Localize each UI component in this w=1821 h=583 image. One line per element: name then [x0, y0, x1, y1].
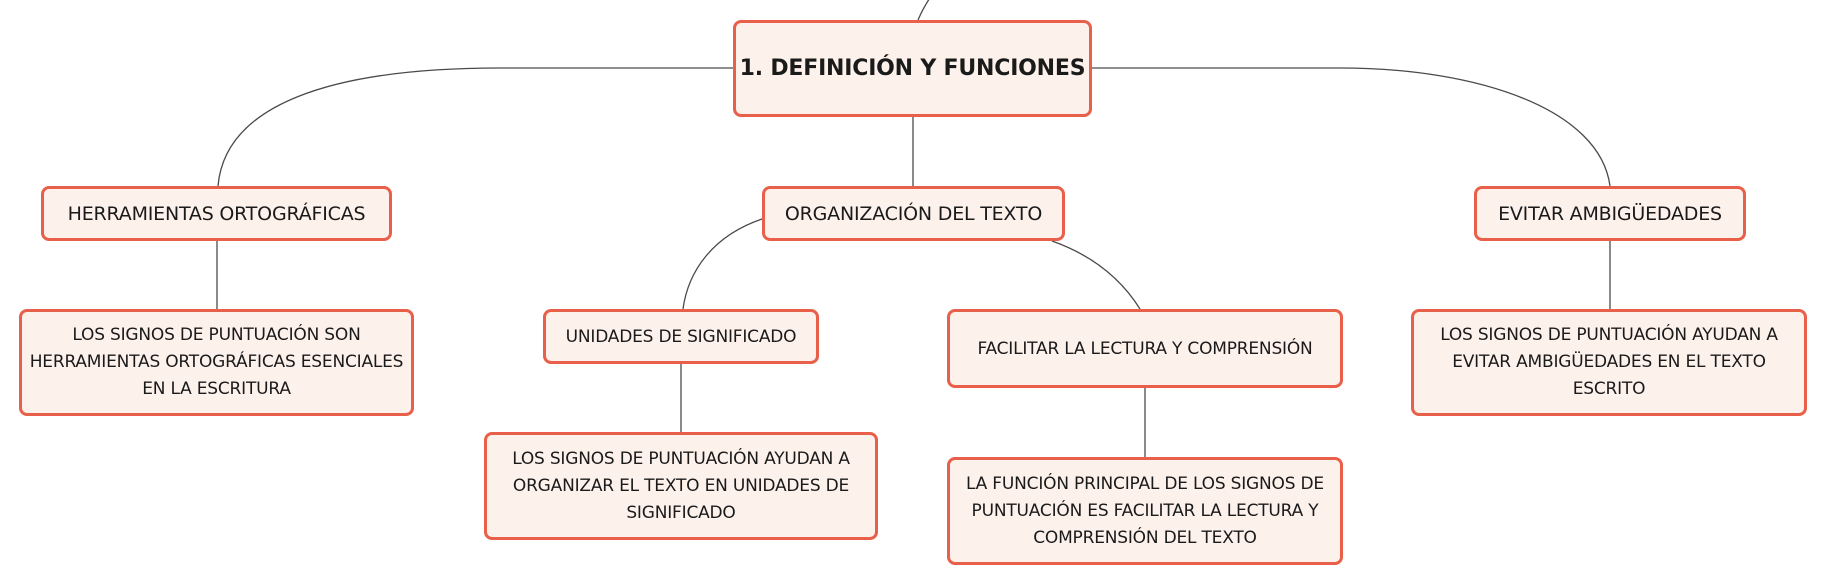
topic-label: ORGANIZACIÓN DEL TEXTO	[784, 202, 1043, 225]
detail-unidades-de-significado[interactable]: LOS SIGNOS DE PUNTUACIÓN AYUDAN A ORGANI…	[484, 432, 878, 540]
subtopic-label: UNIDADES DE SIGNIFICADO	[565, 326, 797, 347]
detail-herramientas-ortograficas[interactable]: LOS SIGNOS DE PUNTUACIÓN SON HERRAMIENTA…	[19, 309, 414, 416]
central-topic-label: 1. DEFINICIÓN Y FUNCIONES	[739, 56, 1086, 81]
central-topic-node[interactable]: 1. DEFINICIÓN Y FUNCIONES	[733, 20, 1092, 117]
detail-evitar-ambiguedades[interactable]: LOS SIGNOS DE PUNTUACIÓN AYUDAN A EVITAR…	[1411, 309, 1807, 416]
connector-organizacion-facilitar	[1051, 240, 1141, 310]
topic-evitar-ambiguedades[interactable]: EVITAR AMBIGÜEDADES	[1474, 186, 1746, 241]
detail-text: LOS SIGNOS DE PUNTUACIÓN AYUDAN A EVITAR…	[1440, 325, 1778, 399]
topic-label: EVITAR AMBIGÜEDADES	[1498, 202, 1722, 225]
subtopic-label: FACILITAR LA LECTURA Y COMPRENSIÓN	[977, 338, 1313, 359]
connector-root-ambiguedades	[1092, 67, 1611, 187]
detail-text: LOS SIGNOS DE PUNTUACIÓN SON HERRAMIENTA…	[29, 325, 404, 399]
topic-herramientas-ortograficas[interactable]: HERRAMIENTAS ORTOGRÁFICAS	[41, 186, 392, 241]
topic-label: HERRAMIENTAS ORTOGRÁFICAS	[67, 202, 366, 225]
subtopic-unidades-de-significado[interactable]: UNIDADES DE SIGNIFICADO	[543, 309, 819, 364]
detail-facilitar-lectura[interactable]: LA FUNCIÓN PRINCIPAL DE LOS SIGNOS DE PU…	[947, 457, 1343, 565]
connector-organizacion-unidades	[682, 218, 763, 310]
connector-root-upper	[917, 0, 930, 21]
detail-text: LA FUNCIÓN PRINCIPAL DE LOS SIGNOS DE PU…	[966, 473, 1324, 548]
connector-root-herramientas	[217, 67, 733, 187]
detail-text: LOS SIGNOS DE PUNTUACIÓN AYUDAN A ORGANI…	[512, 448, 850, 523]
topic-organizacion-del-texto[interactable]: ORGANIZACIÓN DEL TEXTO	[762, 186, 1065, 241]
subtopic-facilitar-lectura[interactable]: FACILITAR LA LECTURA Y COMPRENSIÓN	[947, 309, 1343, 388]
